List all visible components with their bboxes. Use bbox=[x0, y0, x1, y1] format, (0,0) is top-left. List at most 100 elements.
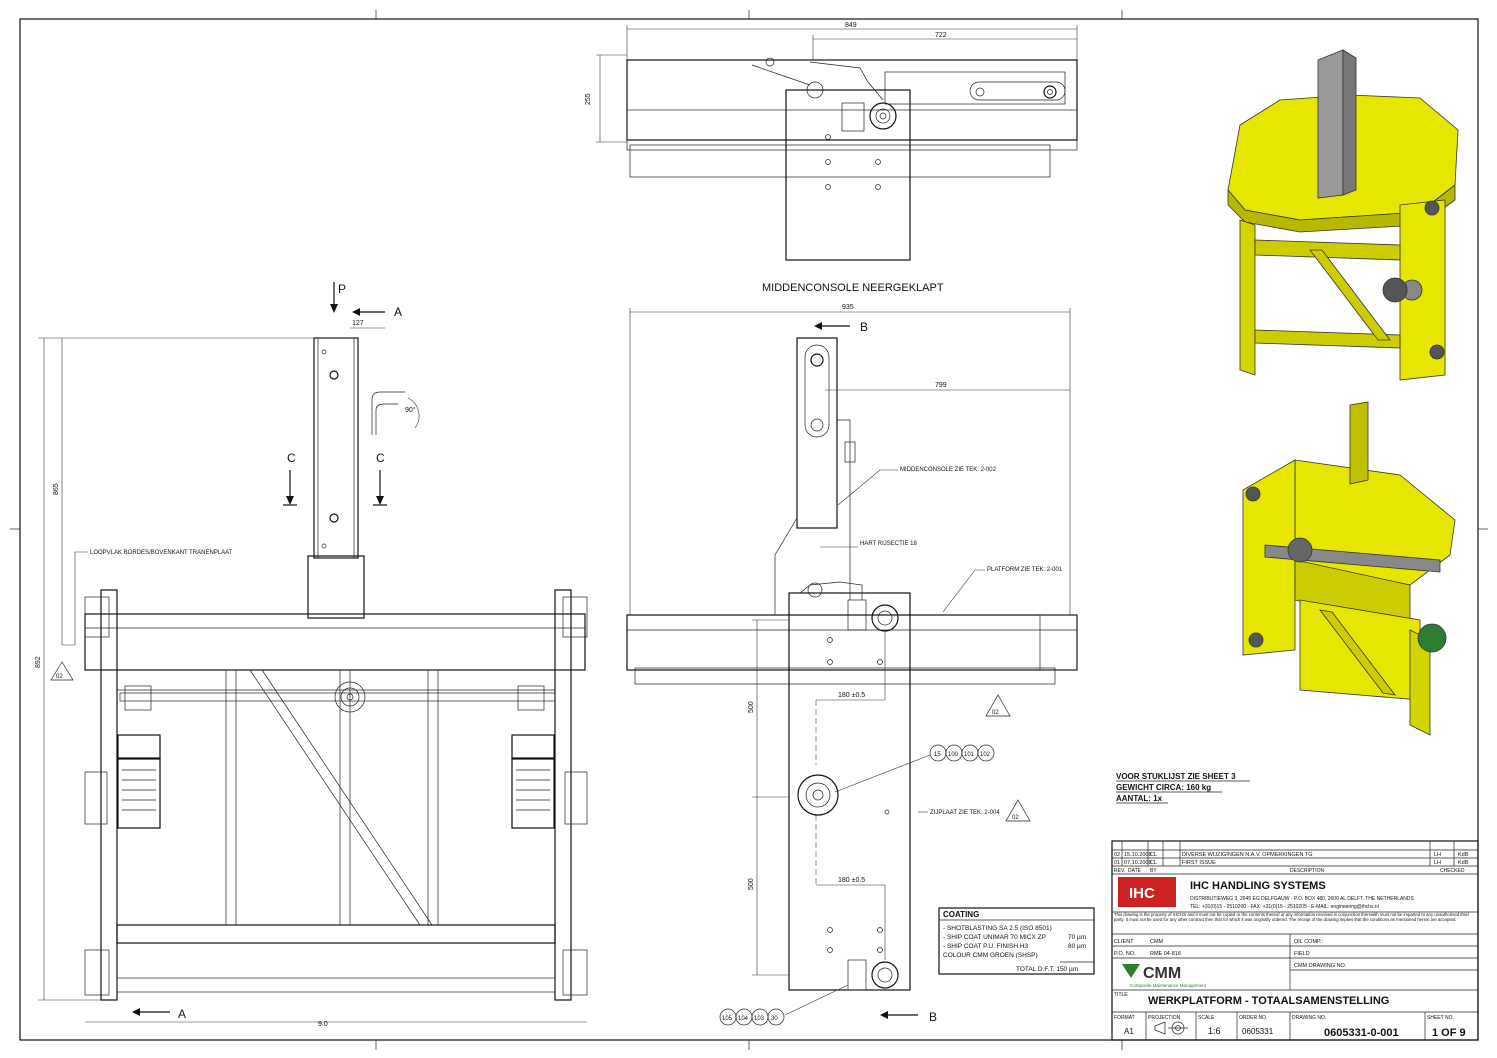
drawing-title: WERKPLATFORM - TOTAALSAMENSTELLING bbox=[1148, 995, 1389, 1007]
projection-label: PROJECTION bbox=[1148, 1015, 1181, 1021]
rev-02-app: KdB bbox=[1458, 852, 1469, 858]
section-b-top: B bbox=[860, 320, 868, 334]
dim-722: 722 bbox=[935, 32, 947, 39]
section-p: P bbox=[338, 282, 346, 296]
oil-comp-label: OIL COMP.: bbox=[1294, 939, 1324, 945]
dim-180-bottom: 180 ±0.5 bbox=[838, 877, 865, 884]
sheet-label: SHEET NO. bbox=[1427, 1015, 1454, 1021]
section-a-top: A bbox=[394, 305, 402, 319]
cmm-logo: CMM bbox=[1143, 965, 1181, 982]
callout-zijplaat: ZIJPLAAT ZIE TEK: 2-004 bbox=[930, 810, 1000, 816]
company-name: IHC HANDLING SYSTEMS bbox=[1190, 880, 1326, 892]
rev-header-rev: REV. bbox=[1114, 868, 1125, 874]
balloon-group-bottom bbox=[719, 1008, 785, 1026]
notes-block: VOOR STUKLIJST ZIE SHEET 3 GEWICHT CIRCA… bbox=[1116, 772, 1250, 804]
rev-marker-front: 02 bbox=[56, 674, 63, 680]
drawing-no-label: DRAWING NO. bbox=[1292, 1015, 1326, 1021]
balloon-102: 102 bbox=[980, 752, 991, 758]
front-note: LOOPVLAK BORDES/BOVENKANT TRANENPLAAT bbox=[90, 550, 233, 556]
rev-01-by: CL bbox=[1150, 860, 1157, 866]
coating-line-1: - SHOTBLASTING SA 2.5 (ISO 8501) bbox=[943, 925, 1052, 932]
cmm-drawing-label: CMM DRAWING NO. bbox=[1294, 963, 1347, 969]
dim-127: 127 bbox=[352, 320, 364, 327]
isometric-view-bottom bbox=[1242, 401, 1456, 736]
title-block: 02 15.10.2008 CL DIVERSE WIJZIGINGEN N.A… bbox=[1111, 840, 1479, 1041]
format-label: FORMAT bbox=[1114, 1015, 1135, 1021]
section-c-right: C bbox=[376, 451, 385, 465]
note-aantal: AANTAL: 1x bbox=[1116, 794, 1163, 803]
scale-value: 1:6 bbox=[1208, 1026, 1221, 1036]
rev-marker-side-2: 02 bbox=[1012, 815, 1019, 821]
dim-500-bottom: 500 bbox=[748, 878, 755, 890]
company-disclaimer: This drawing is the property of IHCHS an… bbox=[1114, 912, 1469, 922]
balloon-105: 105 bbox=[722, 1016, 733, 1022]
balloon-103: 103 bbox=[754, 1016, 765, 1022]
rev-01-rev: 01 bbox=[1114, 860, 1120, 866]
rev-02-by: CL bbox=[1150, 852, 1157, 858]
title-label: TITLE bbox=[1114, 992, 1128, 998]
format-value: A1 bbox=[1124, 1027, 1134, 1036]
dim-9: 9.0 bbox=[318, 1021, 328, 1028]
dim-799: 799 bbox=[935, 382, 947, 389]
rev-01-desc: FIRST ISSUE bbox=[1182, 860, 1216, 866]
po-value: RME 04-816 bbox=[1150, 951, 1181, 957]
border-ticks bbox=[10, 10, 1488, 1050]
coating-line-3: - SHIP COAT P.U. FINISH H3 bbox=[943, 943, 1029, 950]
rev-header-checked: CHECKED bbox=[1440, 868, 1465, 874]
angle-note: 90° bbox=[405, 406, 416, 414]
client-label: CLIENT bbox=[1114, 939, 1134, 945]
rev-01-app: KdB bbox=[1458, 860, 1469, 866]
dim-500-top: 500 bbox=[748, 701, 755, 713]
balloon-group-top bbox=[929, 744, 995, 762]
front-view: 90° bbox=[35, 282, 588, 1028]
section-b-bottom: B bbox=[929, 1010, 937, 1024]
rev-01-checked: LH bbox=[1434, 860, 1441, 866]
top-view-title: MIDDENCONSOLE NEERGEKLAPT bbox=[762, 282, 944, 294]
balloon-30: 30 bbox=[771, 1016, 778, 1022]
rev-header-by: BY bbox=[1150, 868, 1157, 874]
dim-892: 892 bbox=[35, 656, 42, 668]
dim-849: 849 bbox=[845, 22, 857, 29]
callout-platform: PLATFORM ZIE TEK: 2-001 bbox=[987, 567, 1063, 573]
drawing-no-value: 0605331-0-001 bbox=[1324, 1027, 1399, 1039]
coating-line-2: - SHIP COAT UNIMAR 70 MICX ZP bbox=[943, 934, 1046, 941]
rev-marker-side-1: 02 bbox=[992, 710, 999, 716]
note-stuklijst: VOOR STUKLIJST ZIE SHEET 3 bbox=[1116, 772, 1236, 781]
section-c-left: C bbox=[287, 451, 296, 465]
rev-header-date: DATE bbox=[1128, 868, 1142, 874]
balloon-104: 104 bbox=[738, 1016, 749, 1022]
coating-thickness-1: 70 µm bbox=[1068, 934, 1086, 941]
coating-box: COATING - SHOTBLASTING SA 2.5 (ISO 8501)… bbox=[938, 907, 1095, 975]
dim-180-top: 180 ±0.5 bbox=[838, 692, 865, 699]
dim-865: 865 bbox=[53, 483, 60, 495]
isometric-view-top bbox=[1227, 49, 1459, 381]
balloon-101: 101 bbox=[964, 752, 975, 758]
top-view: 849 722 255 bbox=[585, 22, 1078, 261]
dim-255: 255 bbox=[585, 93, 592, 105]
scale-label: SCALE bbox=[1198, 1015, 1215, 1021]
note-gewicht: GEWICHT CIRCA: 160 kg bbox=[1116, 783, 1211, 792]
sheet-value: 1 OF 9 bbox=[1432, 1027, 1466, 1039]
side-view: 935 799 500 500 180 ±0.5 180 ±0.5 B B MI… bbox=[626, 304, 1078, 1026]
balloon-15: 15 bbox=[934, 752, 941, 758]
po-label: P.O. NO. bbox=[1114, 951, 1136, 957]
section-a-bottom: A bbox=[178, 1007, 186, 1021]
dim-935: 935 bbox=[842, 304, 854, 311]
rev-01-date: 07.10.2008 bbox=[1124, 860, 1152, 866]
coating-total: TOTAL D.F.T. 150 µm bbox=[1016, 966, 1078, 973]
rev-02-rev: 02 bbox=[1114, 852, 1120, 858]
ihc-logo-box bbox=[1118, 877, 1176, 907]
order-value: 0605331 bbox=[1242, 1027, 1274, 1036]
client-value: CMM bbox=[1150, 939, 1164, 945]
ihc-logo: IHC bbox=[1129, 885, 1155, 902]
order-label: ORDER NO. bbox=[1239, 1015, 1267, 1021]
callout-hart: HART RIJSECTIE 18 bbox=[860, 541, 917, 547]
field-label: FIELD bbox=[1294, 951, 1310, 957]
balloon-100: 100 bbox=[948, 752, 959, 758]
callout-middenconsole: MIDDENCONSOLE ZIE TEK: 2-002 bbox=[900, 467, 997, 473]
company-contact: TEL: +31(0)15 - 2510200 - FAX: +31(0)15 … bbox=[1190, 904, 1379, 910]
company-address: DISTRIBUTIEWEG 3, 2645 EG DELFGAUW - P.O… bbox=[1190, 896, 1415, 902]
rev-header-description: DESCRIPTION bbox=[1290, 868, 1325, 874]
cmm-logo-icon bbox=[1122, 964, 1140, 978]
